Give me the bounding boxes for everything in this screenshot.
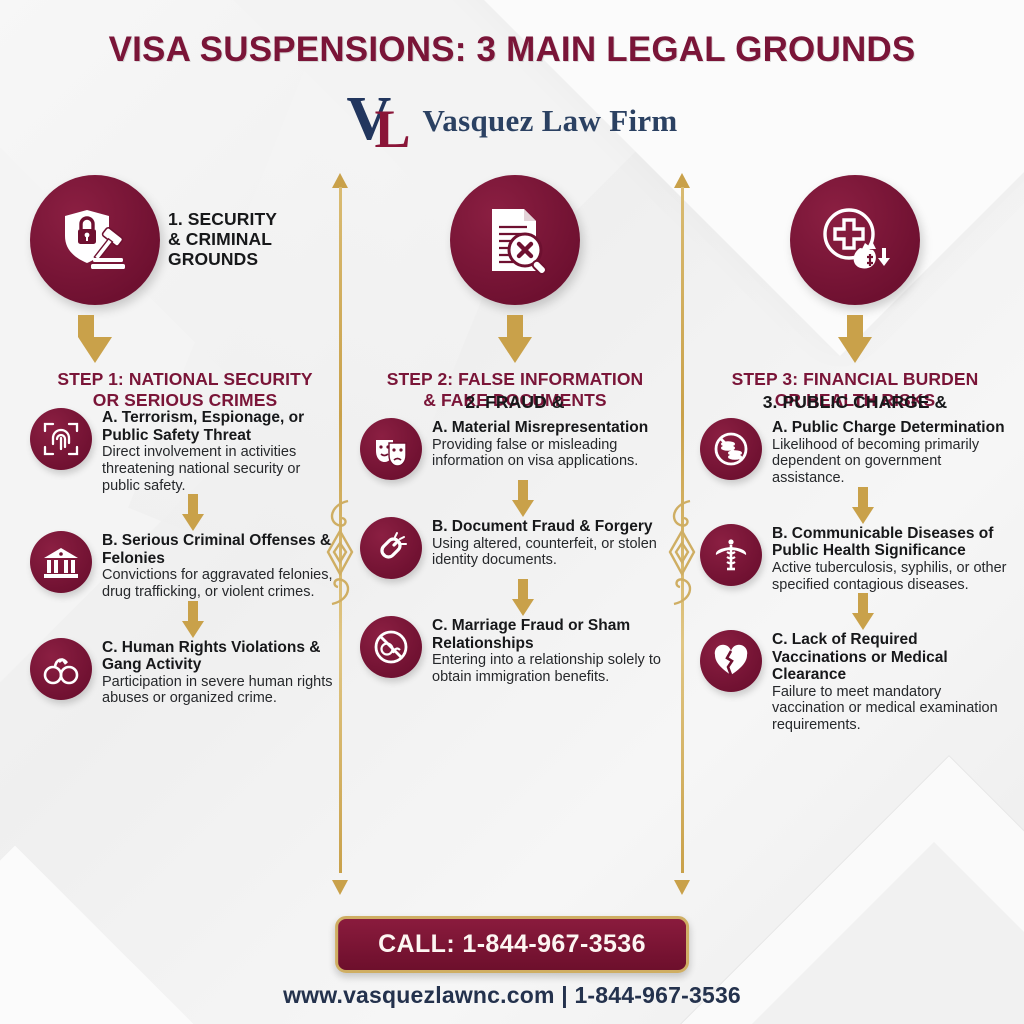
footer-contact: www.vasquezlawnc.com | 1-844-967-3536	[283, 982, 741, 1008]
flow-arrow	[46, 494, 340, 532]
flow-arrow	[376, 480, 670, 518]
list-item: B. Communicable Diseases of Public Healt…	[700, 524, 1010, 593]
list-item: A. Terrorism, Espionage, or Public Safet…	[30, 408, 340, 494]
monogram-v: V	[346, 85, 392, 153]
item-body: Entering into a relationship solely to o…	[432, 652, 661, 685]
item-body: Participation in severe human rights abu…	[102, 673, 333, 707]
item-body: Active tuberculosis, syphilis, or other …	[772, 559, 1007, 593]
ornament-flourish-icon	[326, 499, 354, 606]
item-title: B. Serious Criminal Offenses & Felonies	[102, 532, 332, 567]
caduceus-icon	[700, 524, 762, 587]
item-body: Using altered, counterfeit, or stolen id…	[432, 535, 657, 569]
list-item: B. Document Fraud & Forgery Using altere…	[360, 517, 670, 580]
items-list: A. Material Misrepresentation Providing …	[360, 418, 670, 685]
call-cta-button[interactable]: CALL: 1-844-967-3536	[335, 916, 689, 973]
column-header-label: 2. FRAUD &	[465, 392, 565, 412]
items-list: A. Terrorism, Espionage, or Public Safet…	[30, 408, 340, 707]
item-title: A. Material Misrepresentation	[432, 419, 649, 437]
document-search-x-icon	[450, 175, 580, 305]
broken-link-icon	[360, 517, 422, 580]
step-title: STEP 2: FALSE INFORMATION& FAKE DOCUMENT…	[386, 369, 644, 410]
column-fraud-false-information: 2. FRAUD & STEP 2: FALSE INFORMATION& FA…	[360, 165, 670, 686]
ornament-flourish-icon	[668, 499, 696, 606]
item-title: A. Public Charge Determination	[772, 419, 1005, 437]
list-item: A. Material Misrepresentation Providing …	[360, 418, 670, 481]
item-body: Likelihood of becoming primarily depende…	[772, 436, 980, 487]
theater-masks-icon	[360, 418, 422, 481]
divider-down-arrow-icon	[332, 880, 348, 895]
item-title: B. Communicable Diseases of Public Healt…	[772, 525, 994, 560]
flow-arrow	[716, 593, 1010, 631]
list-item: C. Marriage Fraud or Sham Relationships …	[360, 616, 670, 685]
list-item: C. Human Rights Violations & Gang Activi…	[30, 637, 340, 707]
item-title: C. Lack of Required Vaccinations or Medi…	[772, 631, 948, 684]
brand-logo: V L Vasquez Law Firm	[0, 88, 1024, 156]
flow-arrow	[700, 315, 1010, 363]
divider-down-arrow-icon	[674, 880, 690, 895]
fingerprint-scan-icon	[30, 408, 92, 471]
no-marriage-rings-icon	[360, 616, 422, 679]
handcuffs-icon	[30, 637, 92, 700]
item-body: Failure to meet mandatory vaccination or…	[772, 683, 998, 734]
item-title: A. Terrorism, Espionage, or Public Safet…	[102, 409, 305, 444]
flow-arrow	[360, 315, 670, 363]
flow-arrow	[376, 579, 670, 617]
brand-name: Vasquez Law Firm	[422, 103, 678, 138]
list-item: C. Lack of Required Vaccinations or Medi…	[700, 630, 1010, 734]
list-item: A. Public Charge Determination Likelihoo…	[700, 418, 1010, 487]
item-body: Convictions for aggravated felonies, dru…	[102, 567, 333, 600]
column-header: 3. PUBLIC CHARGE &	[700, 165, 1010, 412]
items-list: A. Public Charge Determination Likelihoo…	[700, 418, 1010, 734]
item-title: B. Document Fraud & Forgery	[432, 518, 653, 536]
item-title: C. Human Rights Violations & Gang Activi…	[102, 638, 321, 674]
monogram-l: L	[374, 99, 411, 159]
page-title: VISA SUSPENSIONS: 3 MAIN LEGAL GROUNDS	[108, 30, 916, 69]
divider-up-arrow-icon	[674, 173, 690, 188]
column-header-label: 3. PUBLIC CHARGE &	[762, 392, 948, 412]
broken-heart-icon	[700, 630, 762, 693]
column-divider-2	[668, 165, 696, 895]
list-item: B. Serious Criminal Offenses & Felonies …	[30, 531, 340, 600]
flow-arrow	[46, 600, 340, 638]
item-body: Direct involvement in activities threate…	[102, 444, 301, 494]
shield-lock-gavel-icon	[30, 175, 160, 305]
flow-arrow	[30, 315, 340, 363]
item-body: Providing false or misleading informatio…	[432, 436, 639, 470]
item-title: C. Marriage Fraud or Sham Relationships	[432, 617, 631, 652]
divider-up-arrow-icon	[332, 173, 348, 188]
no-money-stack-icon	[700, 418, 762, 481]
courthouse-icon	[30, 531, 92, 594]
medical-money-decline-icon	[790, 175, 920, 305]
column-header: 2. FRAUD &	[360, 165, 670, 412]
flow-arrow	[716, 487, 1010, 525]
column-public-charge-health: 3. PUBLIC CHARGE & STEP 3: FINANCIAL BUR…	[700, 165, 1010, 734]
column-divider-1	[326, 165, 354, 895]
vl-monogram-icon: V L	[346, 88, 418, 156]
